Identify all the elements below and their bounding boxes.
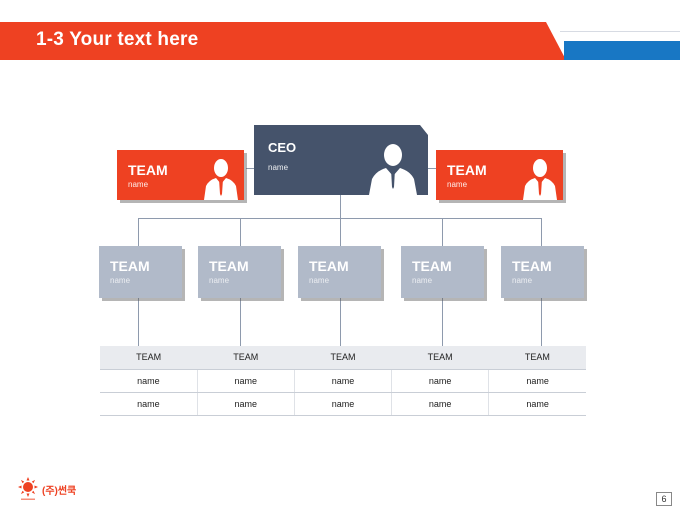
table-row: name name name name name [100, 369, 586, 393]
team-label: TEAM [412, 258, 452, 274]
table-cell: name [488, 369, 586, 393]
header-divider [560, 31, 680, 32]
connector-table-1 [138, 298, 139, 346]
person-icon [369, 144, 417, 195]
team-box-1: TEAM name [99, 246, 182, 298]
table-header-cell: TEAM [391, 346, 489, 370]
person-icon [204, 159, 238, 200]
connector-table-2 [240, 298, 241, 346]
team-box-5: TEAM name [501, 246, 584, 298]
team-label: TEAM [110, 258, 150, 274]
sun-logo-icon [18, 477, 38, 500]
ceo-box: CEO name [254, 125, 428, 195]
team-box-2: TEAM name [198, 246, 281, 298]
team-label: TEAM [309, 258, 349, 274]
connector-ceo-left [246, 168, 254, 169]
side-team-left-name: name [128, 180, 149, 189]
table-header-cell: TEAM [294, 346, 392, 370]
table-header-cell: TEAM [100, 346, 198, 370]
connector-table-4 [442, 298, 443, 346]
company-name: (주)썬쿡 [42, 486, 77, 497]
table-cell: name [391, 369, 489, 393]
connector-table-5 [541, 298, 542, 346]
person-icon [523, 159, 557, 200]
connector-ceo-right [428, 168, 436, 169]
side-team-left: TEAM name [117, 150, 244, 200]
side-team-left-label: TEAM [128, 162, 168, 178]
connector-drop-4 [442, 218, 443, 246]
team-box-3: TEAM name [298, 246, 381, 298]
connector-drop-5 [541, 218, 542, 246]
team-name: name [512, 276, 533, 285]
table-header-row: TEAM TEAM TEAM TEAM TEAM [100, 346, 586, 370]
team-name: name [412, 276, 433, 285]
page-title: 1-3 Your text here [36, 29, 199, 50]
table-header-cell: TEAM [488, 346, 586, 370]
page-number: 6 [656, 492, 672, 506]
table-cell: name [100, 392, 198, 416]
side-team-right: TEAM name [436, 150, 563, 200]
ceo-label: CEO [268, 140, 297, 155]
table-cell: name [100, 369, 198, 393]
title-banner [0, 22, 566, 60]
connector-drop-3 [340, 218, 341, 246]
side-team-right-name: name [447, 180, 468, 189]
table-cell: name [488, 392, 586, 416]
header-blue-bar [564, 41, 680, 60]
team-name: name [209, 276, 230, 285]
ceo-name: name [268, 163, 289, 172]
side-team-right-label: TEAM [447, 162, 487, 178]
team-table: TEAM TEAM TEAM TEAM TEAM name name name … [100, 346, 586, 416]
team-label: TEAM [512, 258, 552, 274]
team-box-4: TEAM name [401, 246, 484, 298]
table-cell: name [196, 392, 295, 416]
table-cell: name [293, 369, 392, 393]
table-cell: name [293, 392, 392, 416]
table-cell: name [391, 392, 489, 416]
connector-table-3 [340, 298, 341, 346]
connector-drop-1 [138, 218, 139, 246]
table-cell: name [196, 369, 295, 393]
team-label: TEAM [209, 258, 249, 274]
connector-drop-2 [240, 218, 241, 246]
connector-ceo-down [340, 195, 341, 218]
team-name: name [110, 276, 131, 285]
table-header-cell: TEAM [197, 346, 295, 370]
table-row: name name name name name [100, 392, 586, 416]
team-name: name [309, 276, 330, 285]
